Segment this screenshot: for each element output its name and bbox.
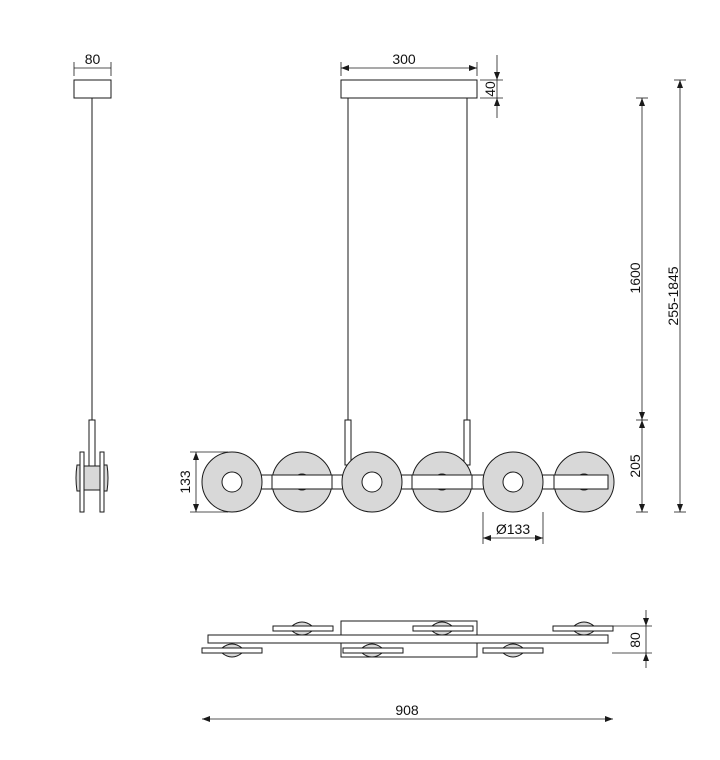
- dim-disc-diameter: Ø133: [496, 521, 530, 537]
- top-arm-3: [342, 643, 404, 658]
- side-bar-left: [79, 451, 85, 513]
- dim-total-length: 908: [395, 702, 419, 718]
- top-arm-1: [201, 643, 263, 658]
- dim-body-height: 205: [627, 454, 643, 478]
- top-arm-6: [552, 621, 614, 636]
- dim-side-width: 80: [85, 51, 101, 67]
- front-view: 300 40 1600 205 255-1845 133: [177, 51, 686, 544]
- dim-canopy-width: 300: [392, 51, 416, 67]
- side-view: 80: [73, 51, 112, 513]
- dim-disc-height: 133: [177, 470, 193, 494]
- side-stem: [88, 419, 96, 471]
- top-arm-4: [412, 621, 474, 636]
- dim-depth: 80: [627, 632, 643, 648]
- side-body: [83, 465, 101, 491]
- disc-4: [411, 451, 473, 513]
- disc-3: [341, 451, 403, 513]
- dim-cable-length: 1600: [627, 262, 643, 293]
- top-bar: [207, 634, 609, 644]
- top-view: 80 908: [201, 610, 652, 722]
- top-arm-5: [482, 643, 544, 658]
- front-stem-left: [344, 419, 352, 466]
- dim-canopy-height: 40: [482, 81, 498, 97]
- top-arm-2: [272, 621, 334, 636]
- disc-1: [201, 451, 263, 513]
- side-lens-right: [103, 464, 109, 492]
- disc-2: [271, 451, 333, 513]
- front-stem-right: [463, 419, 471, 466]
- side-canopy: [73, 79, 112, 99]
- side-lens: [75, 464, 81, 492]
- disc-5: [482, 451, 544, 513]
- side-bar-right: [99, 451, 105, 513]
- dim-total-height: 255-1845: [665, 266, 681, 325]
- disc-6: [553, 451, 615, 513]
- front-canopy: [340, 79, 478, 99]
